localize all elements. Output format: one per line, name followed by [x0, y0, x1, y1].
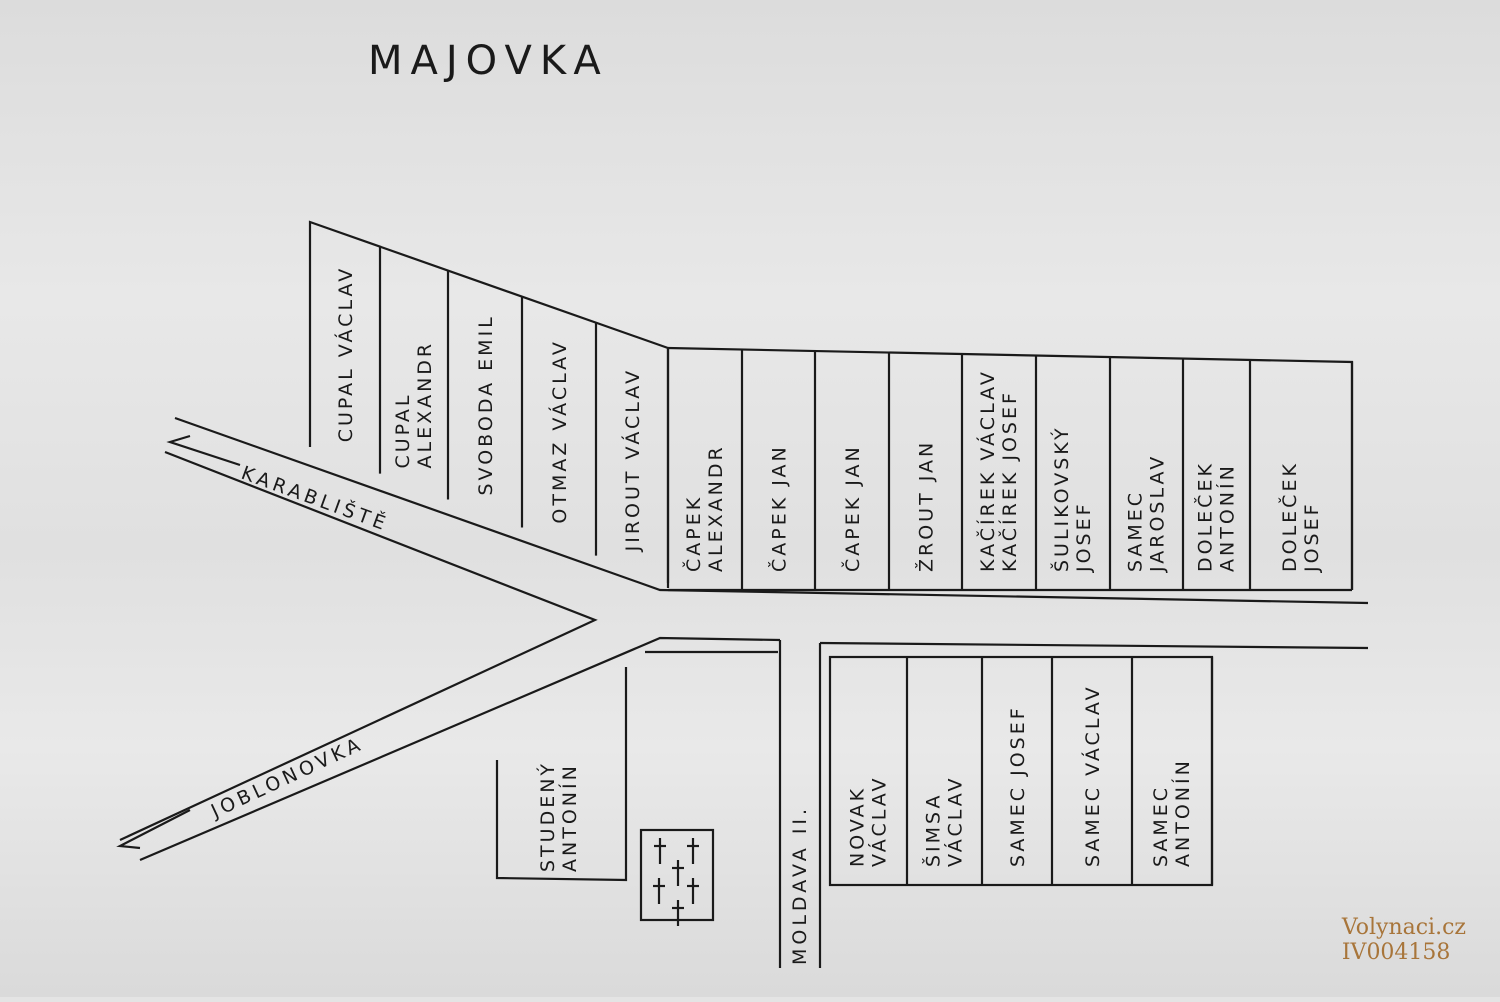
road-label-joblonovka: JOBLONOVKA — [207, 733, 367, 823]
plot-owner-line: ŽROUT JAN — [915, 440, 938, 572]
plot-owner-line: ANTONÍN — [558, 763, 581, 872]
plot: SAMEC JOSEF — [1007, 705, 1029, 867]
main-road-lower-edge — [819, 641, 1369, 650]
map-title: MAJOVKA — [368, 38, 609, 84]
road-fork-edge — [119, 450, 598, 841]
plot-owner-line: ŠULIKOVSKÝ — [1049, 425, 1073, 572]
plot: ČAPEK JAN — [767, 444, 791, 572]
plot-owner-line: ALEXANDR — [705, 444, 727, 572]
plot-owner-line: ČAPEK JAN — [840, 444, 864, 572]
plot-owner-line: ČAPEK JAN — [767, 444, 791, 572]
plot-owner-line: ČAPEK — [681, 495, 705, 572]
watermark: Volynaci.cz IV004158 — [1342, 915, 1466, 965]
plot-owner-line: NOVAK — [847, 786, 869, 867]
plot-owner-line: SVOBODA EMIL — [475, 314, 497, 495]
plot-owner-line: KAČÍREK JOSEF — [997, 390, 1021, 572]
plot: JIROUT VÁCLAV — [621, 368, 644, 552]
plot-owner-line: DOLEČEK — [1193, 461, 1217, 572]
plot-owner-line: KAČÍREK VÁCLAV — [975, 369, 999, 572]
plot: ČAPEK JAN — [840, 444, 864, 572]
plot-owner-line: CUPAL — [392, 393, 414, 469]
watermark-id: IV004158 — [1341, 940, 1451, 965]
plot-owner-line: JOSEF — [1073, 501, 1095, 573]
plot-owner-line: SAMEC — [1125, 490, 1147, 572]
plot-owner-line: ŠIMSA — [921, 793, 945, 867]
plot-owner-line: JOSEF — [1301, 501, 1323, 573]
plot: SVOBODA EMIL — [475, 314, 497, 495]
plot-owner-line: JAROSLAV — [1147, 454, 1169, 573]
plot: CUPAL VÁCLAV — [334, 266, 357, 443]
road-label-karabliste: KARABLIŠTĚ — [238, 460, 392, 536]
plot-owner-line: SAMEC JOSEF — [1007, 705, 1029, 867]
plot-owner-line: CUPAL VÁCLAV — [334, 266, 357, 443]
plot-owner-line: VÁCLAV — [868, 775, 891, 867]
road-label-moldava: MOLDAVA II. — [789, 805, 811, 965]
plot: ŽROUT JAN — [915, 440, 938, 572]
plot-owner-line: JIROUT VÁCLAV — [621, 368, 644, 552]
plot-owner-line: OTMAZ VÁCLAV — [548, 339, 571, 524]
arrow-left-icon — [116, 809, 191, 850]
karabliste-road-upper-edge — [174, 416, 1369, 605]
joblonovka-road-lower-edge — [139, 636, 781, 862]
plot-owner-line: STUDENÝ — [536, 761, 559, 872]
plot-studeny: STUDENÝ ANTONÍN — [536, 761, 581, 872]
lower-left-plot-outline — [495, 667, 628, 882]
plot: SAMEC VÁCLAV — [1081, 684, 1104, 867]
arrow-left-icon — [166, 434, 241, 467]
plot-owner-line: SAMEC VÁCLAV — [1081, 684, 1104, 867]
plot-owner-line: ANTONÍN — [1216, 463, 1239, 572]
watermark-site: Volynaci.cz — [1341, 915, 1466, 940]
plot-owner-line: DOLEČEK — [1277, 461, 1301, 572]
plot: OTMAZ VÁCLAV — [548, 339, 571, 524]
plot-owner-line: ANTONÍN — [1171, 758, 1194, 867]
plot-owner-line: ALEXANDR — [414, 341, 436, 469]
plot-owner-line: SAMEC — [1150, 785, 1172, 867]
plot-owner-line: VÁCLAV — [944, 775, 967, 867]
upper-slanted-block-outline — [308, 220, 669, 447]
cemetery-crosses — [653, 838, 699, 926]
